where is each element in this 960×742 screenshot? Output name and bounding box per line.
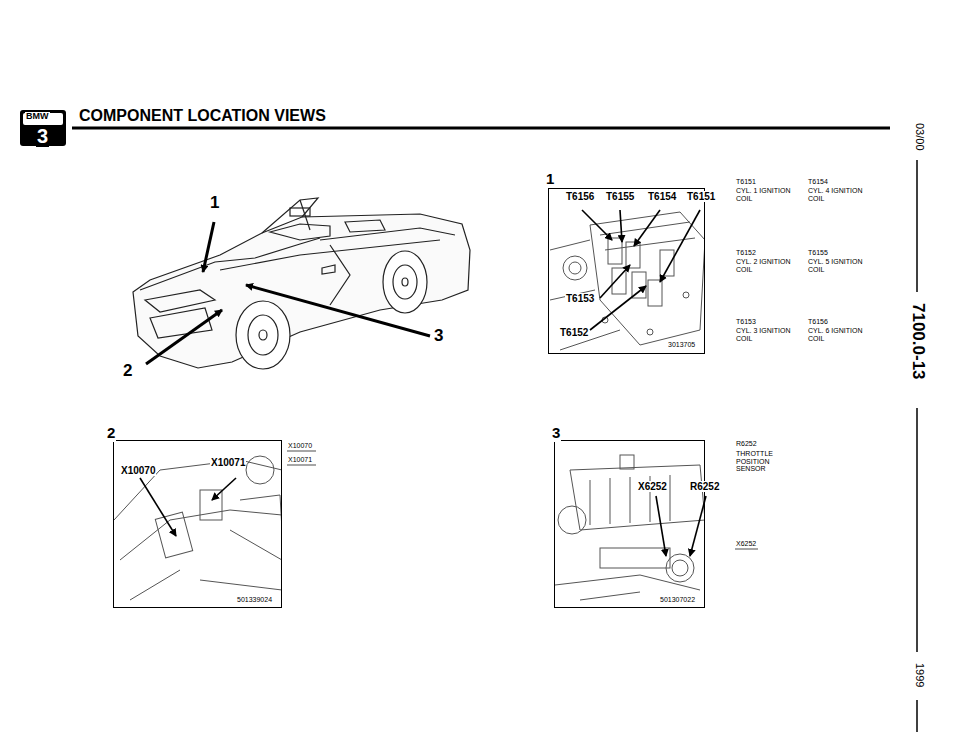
callout-number: 1 [545,171,555,188]
component-code: T6151 [686,191,716,202]
component-name: CYL. 2 IGNITION COIL [735,258,803,273]
callout-number: 3 [433,327,444,346]
callout-number: 1 [209,194,220,213]
model-year: 1999 [914,662,926,688]
connector-code: X10070 [287,442,313,450]
component-name: CYL. 4 IGNITION COIL [807,187,875,202]
component-code: T6151 [735,178,757,186]
callout-number: 2 [122,362,133,381]
component-code: T6152 [735,249,757,257]
connector-code: X6252 [735,540,757,548]
component-code: T6154 [647,191,677,202]
component-code: R6252 [735,440,758,448]
callout-number: 2 [106,425,116,442]
page-title: COMPONENT LOCATION VIEWS [78,107,327,125]
photo-panel: 1T6156T6155T6154T6151T6153T61523013705 [548,188,705,354]
component-code: T6155 [605,191,635,202]
component-name: CYL. 1 IGNITION COIL [735,187,803,202]
component-code: X10070 [120,465,156,476]
callout-number: 3 [551,425,561,442]
logo-text: BMW [25,112,50,122]
photo-panel: 3X6252R6252501307022 [554,440,705,608]
component-code: T6156 [565,191,595,202]
component-name: THROTTLE POSITION SENSOR [735,450,799,473]
component-code: T6153 [735,318,757,326]
component-name: CYL. 5 IGNITION COIL [807,258,875,273]
page-number: 7100.0-13 [908,302,927,381]
figure-number: 501307022 [659,596,696,604]
component-name: CYL. 6 IGNITION COIL [807,327,875,342]
component-code: T6156 [807,318,829,326]
connector-code: X10071 [287,456,313,464]
figure-number: 501339024 [236,596,273,604]
component-name: CYL. 3 IGNITION COIL [735,327,803,342]
component-code: X6252 [637,481,668,492]
photo-panel: 2X10070X10071501339024 [113,440,282,608]
component-code: X10071 [210,457,246,468]
figure-number: 3013705 [667,341,696,349]
component-code: T6153 [565,293,595,304]
component-code: T6154 [807,178,829,186]
component-code: T6155 [807,249,829,257]
component-code: R6252 [689,481,720,492]
date-code: 03/00 [914,122,926,152]
component-code: T6152 [559,327,589,338]
logo-number: 3 [36,125,49,147]
